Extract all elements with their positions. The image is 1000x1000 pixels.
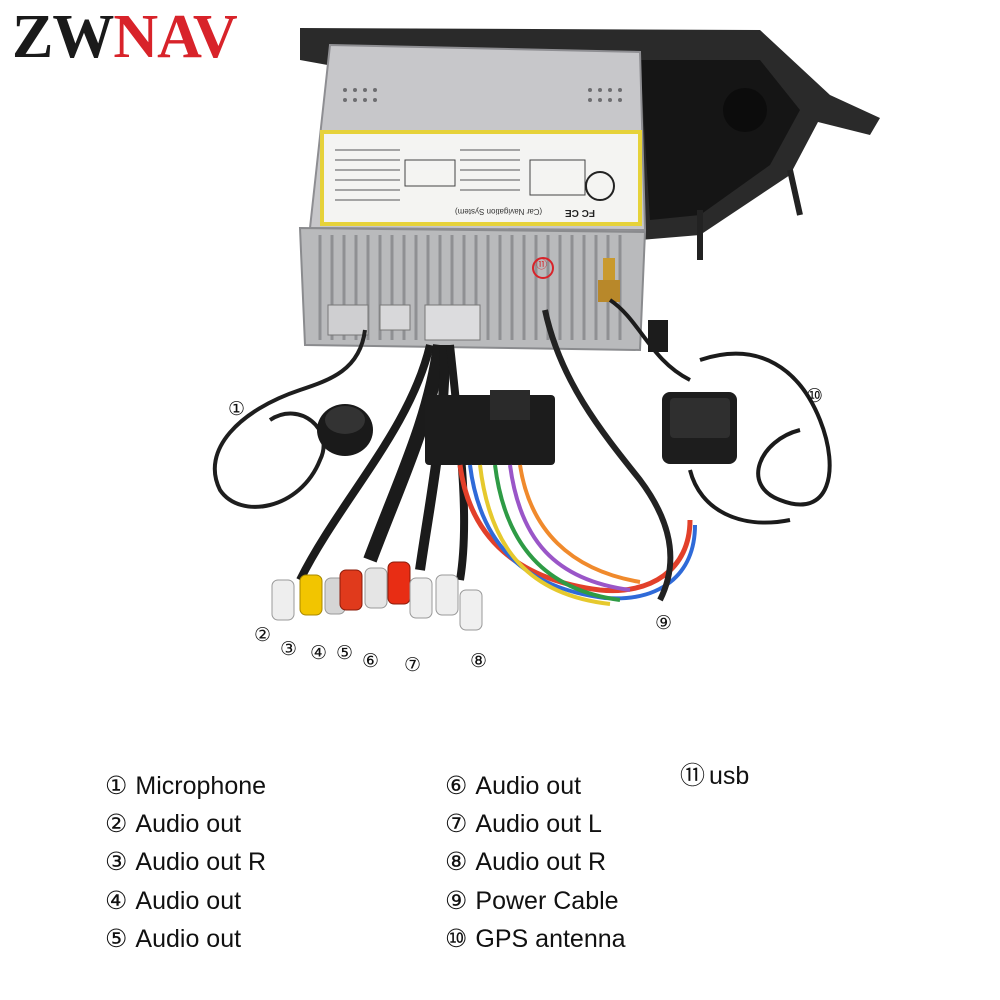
- legend-label: Audio out R: [475, 848, 607, 876]
- legend-number: ④: [105, 887, 128, 915]
- legend-number: ⑧: [445, 848, 468, 876]
- legend-label: Audio out L: [475, 810, 602, 838]
- callout-8: ⑧: [470, 651, 488, 672]
- legend-label: Audio out: [135, 887, 242, 915]
- callout-6: ⑥: [362, 651, 380, 672]
- sticker-brand: FC CE: [565, 207, 595, 218]
- callout-3: ③: [280, 639, 298, 660]
- callout-7: ⑦: [404, 655, 422, 676]
- callout-9: ⑨: [655, 613, 673, 634]
- legend-label: Microphone: [135, 772, 267, 800]
- power-harness: [425, 309, 697, 606]
- legend-number: ⑪: [680, 762, 706, 790]
- legend-number: ②: [105, 810, 128, 838]
- logo-part-dark: ZW: [12, 3, 114, 71]
- callout-5: ⑤: [336, 643, 354, 664]
- logo-part-red: NAV: [113, 3, 237, 71]
- rca-plugs: [271, 561, 483, 631]
- legend-number: ⑥: [445, 772, 468, 800]
- zwnav-logo: ZWNAV: [12, 3, 238, 71]
- legend-number: ⑩: [445, 925, 468, 953]
- callout-11: ⑪: [536, 259, 547, 271]
- legend-label: Power Cable: [475, 887, 619, 915]
- sticker-caption: (Car Navigation System): [455, 207, 543, 216]
- legend-number: ⑤: [105, 925, 128, 953]
- legend-number: ③: [105, 848, 128, 876]
- callout-1: ①: [228, 399, 246, 420]
- legend-label: Audio out R: [135, 848, 267, 876]
- callout-10: ⑩: [806, 386, 824, 407]
- legend-label: Audio out: [135, 810, 242, 838]
- usb-port-highlight: [532, 257, 554, 279]
- gps-antenna: [608, 298, 832, 525]
- callout-2: ②: [254, 625, 272, 646]
- microphone: [212, 329, 373, 509]
- legend-number: ①: [105, 772, 128, 800]
- gps-connector: [598, 258, 620, 302]
- legend-label: usb: [709, 762, 750, 790]
- legend-label: Audio out: [475, 772, 582, 800]
- legend-label: Audio out: [135, 925, 242, 953]
- callout-4: ④: [310, 643, 328, 664]
- rear-heatsink: [298, 226, 647, 352]
- legend-label: GPS antenna: [475, 925, 626, 953]
- wiring-label-sticker: [320, 130, 642, 226]
- legend-number: ⑦: [445, 810, 468, 838]
- legend-number: ⑨: [445, 887, 468, 915]
